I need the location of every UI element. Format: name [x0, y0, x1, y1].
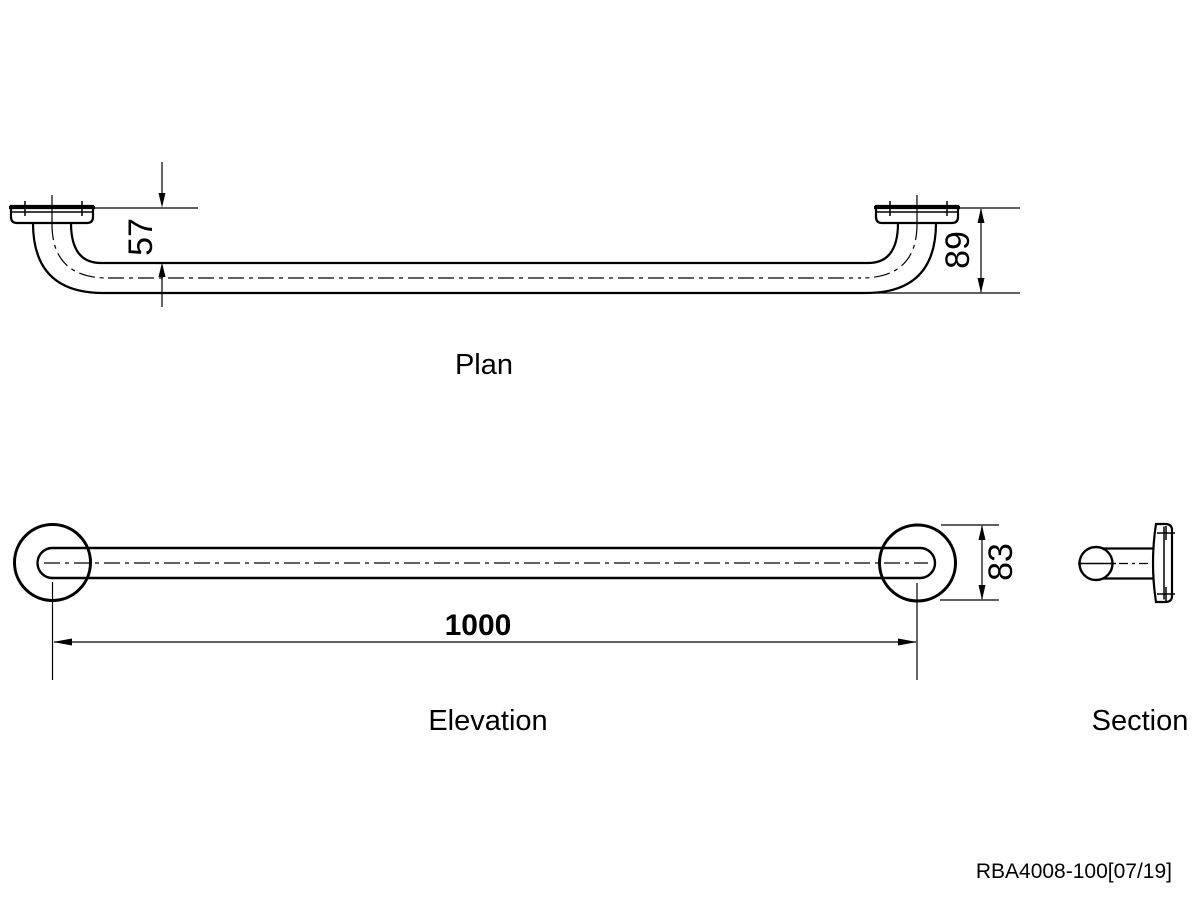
- plan-flange-right: [874, 195, 960, 225]
- arrowhead-down: [158, 193, 166, 208]
- arrowhead-right: [898, 638, 917, 646]
- arrowhead-up: [978, 525, 986, 540]
- rail-bend-outer-left: [31, 222, 104, 295]
- dimension-57: 57: [95, 162, 198, 307]
- rail-centerline-bend-left: [51, 223, 109, 279]
- rail-bend-outer-right: [865, 222, 938, 295]
- dimension-83: 83: [940, 524, 1020, 601]
- plan-view: 57 89 Plan: [9, 162, 1020, 381]
- arrowhead-left: [53, 638, 72, 646]
- rail-bend-inner-left: [69, 222, 102, 265]
- rail-elevation-outline: [36, 546, 937, 580]
- elevation-view: 1000 83 Elevation: [13, 523, 1020, 737]
- rail-bend-inner-right: [867, 222, 900, 265]
- dim-value-length: 1000: [445, 609, 512, 642]
- plan-rail: [31, 222, 938, 295]
- flange-plate-outline: [9, 204, 95, 225]
- plan-view-label: Plan: [455, 349, 513, 381]
- section-view: Section: [1078, 522, 1189, 737]
- flange-plate-outline: [874, 204, 960, 225]
- arrowhead-up: [977, 208, 985, 223]
- part-code: RBA4008-100[07/19]: [976, 860, 1172, 883]
- arrowhead-up: [158, 262, 166, 277]
- rail-centerline-bend-right: [860, 223, 918, 279]
- elevation-view-label: Elevation: [428, 705, 547, 737]
- dimension-89: 89: [868, 207, 1020, 294]
- dim-value-flange-diameter: 83: [982, 543, 1020, 581]
- arrowhead-down: [977, 278, 985, 293]
- dimension-1000: 1000: [51, 582, 918, 680]
- flange-profile: [1151, 522, 1174, 604]
- dim-value-projection: 89: [939, 231, 977, 269]
- dim-value-wall-offset: 57: [122, 218, 160, 256]
- plan-flange-left: [9, 195, 95, 225]
- arrowhead-down: [978, 585, 986, 600]
- section-view-label: Section: [1092, 705, 1189, 737]
